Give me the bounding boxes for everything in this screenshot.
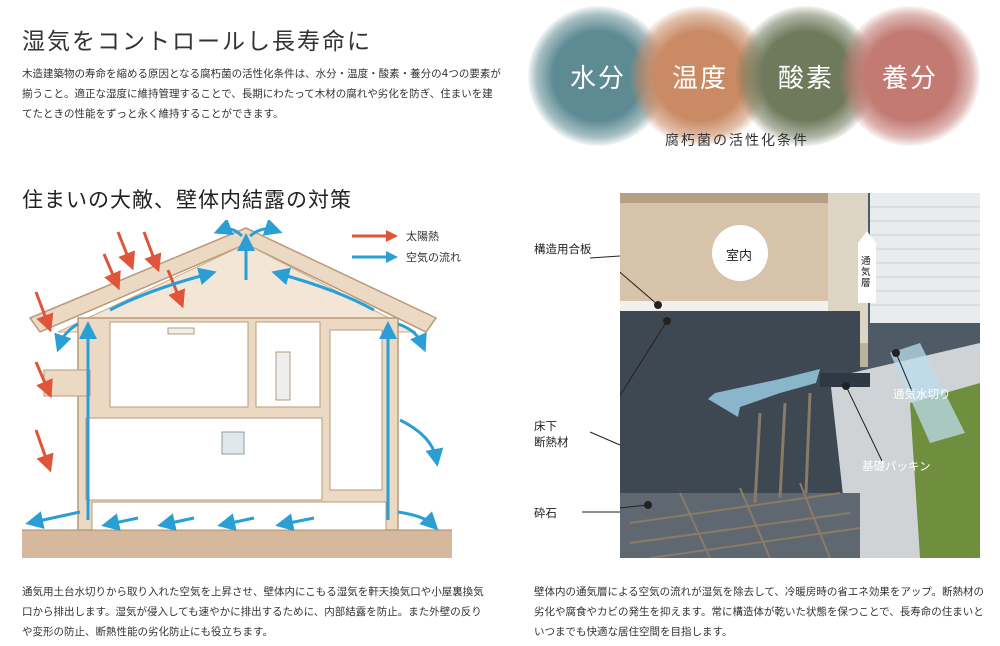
left-description: 通気用土台水切りから取り入れた空気を上昇させ、壁体内にこもる湿気を軒天換気口や小… — [22, 586, 484, 638]
legend-air: 空気の流れ — [350, 249, 461, 265]
condition-circles: 水分 温度 酸素 養分 — [528, 6, 980, 146]
ground — [22, 530, 452, 558]
legend-air-label: 空気の流れ — [406, 251, 461, 264]
conditions-caption: 腐朽菌の活性化条件 — [665, 133, 809, 149]
condition-label: 養分 — [881, 63, 938, 94]
intro-paragraph: 木造建築物の寿命を縮める原因となる腐朽菌の活性化条件は、水分・温度・酸素・養分の… — [22, 68, 501, 120]
sun-arrow-icon — [352, 230, 398, 242]
label-floor-insulation-2: 断熱材 — [534, 435, 569, 449]
label-floor-insulation-1: 床下 — [534, 419, 557, 433]
legend-sun: 太陽熱 — [350, 228, 439, 244]
label-foundation-packing: 基礎パッキン — [862, 459, 931, 473]
label-vent-flashing: 通気水切り — [893, 387, 951, 401]
right-description: 壁体内の通気層による空気の流れが湿気を除去して、冷暖房時の省エネ効果をアップ。断… — [534, 586, 985, 638]
legend-sun-label: 太陽熱 — [406, 230, 439, 243]
foundation-photo — [620, 193, 980, 558]
condition-label: 温度 — [671, 63, 728, 94]
condition-label: 水分 — [569, 63, 626, 94]
label-vent-layer-text: 通気層 — [861, 256, 871, 289]
label-room: 室内 — [726, 249, 753, 264]
condition-circle-nutrient: 養分 — [840, 6, 980, 146]
air-arrow-icon — [352, 251, 398, 263]
label-vent-layer: 通気層 — [861, 256, 875, 289]
label-gravel: 砕石 — [534, 506, 557, 520]
main-heading: 湿気をコントロールし長寿命に — [22, 29, 372, 55]
house-ventilation-diagram — [22, 220, 452, 558]
sun-heat-arrows — [34, 231, 186, 473]
section-heading: 住まいの大敵、壁体内結露の対策 — [22, 188, 352, 212]
label-plywood: 構造用合板 — [534, 242, 592, 256]
condition-label: 酸素 — [777, 63, 834, 94]
air-flow-arrows — [25, 220, 444, 532]
leader-lines — [582, 255, 621, 513]
